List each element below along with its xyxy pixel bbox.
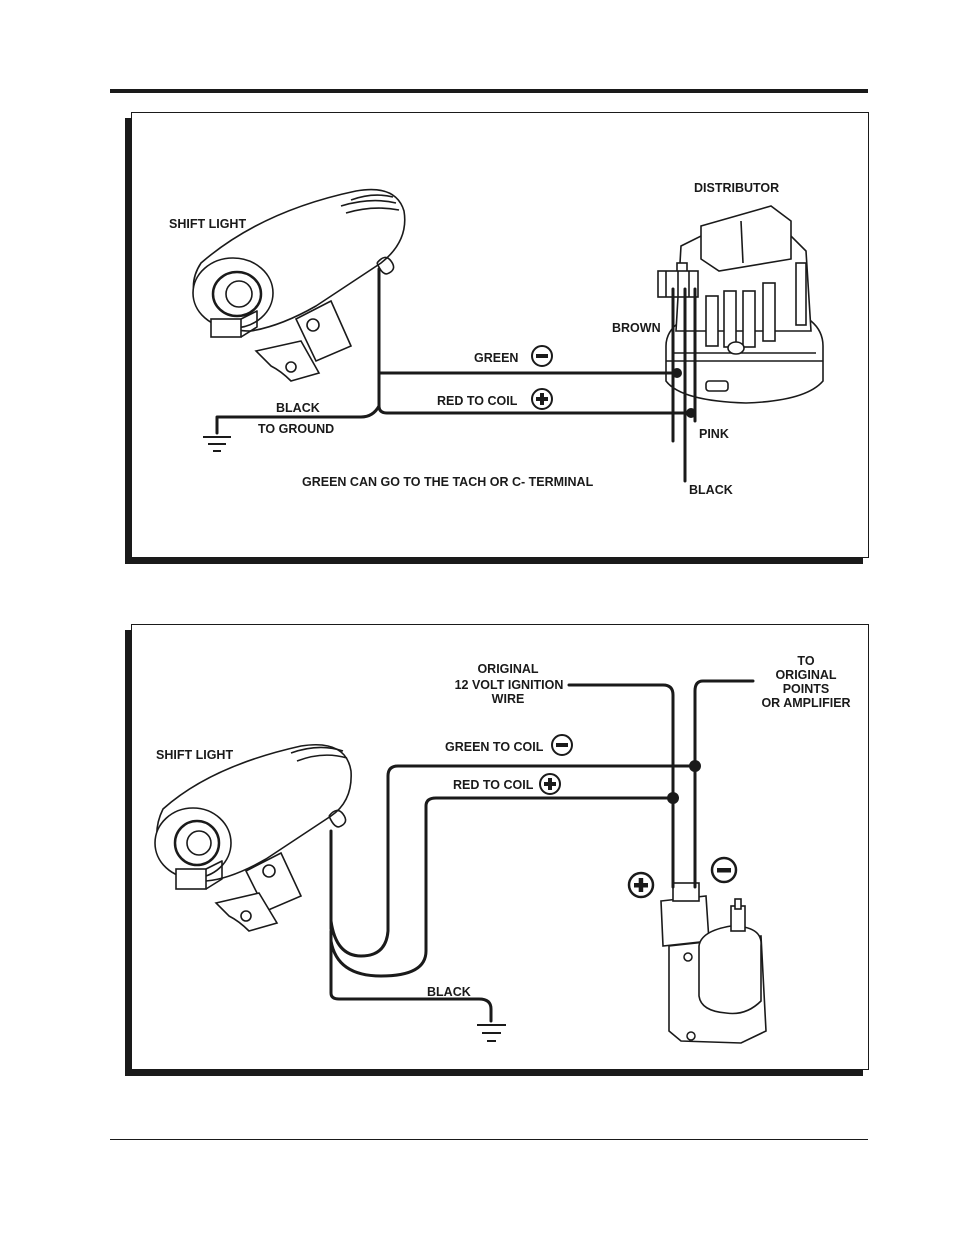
minus-circle-icon	[532, 346, 552, 366]
diagram-note: GREEN CAN GO TO THE TACH OR C- TERMINAL	[302, 475, 594, 489]
distributor-illustration	[658, 206, 823, 403]
green-wire-label: GREEN	[474, 351, 518, 365]
brown-wire-label: BROWN	[612, 321, 661, 335]
coil-plus-terminal-icon	[629, 873, 653, 897]
distributor-label: DISTRIBUTOR	[694, 181, 779, 195]
original-wire-label-line2: 12 VOLT IGNITION	[455, 678, 564, 692]
ignition-coil-illustration	[661, 883, 766, 1043]
red-wire-label: RED TO COIL	[437, 394, 518, 408]
ground-symbol-icon	[477, 1025, 506, 1041]
black-ground-label: BLACK	[427, 985, 471, 999]
top-rule	[110, 89, 868, 93]
shift-light-label: SHIFT LIGHT	[156, 748, 233, 762]
black-wire-label: BLACK	[689, 483, 733, 497]
bottom-rule	[110, 1139, 868, 1140]
to-points-label-line4: OR AMPLIFIER	[761, 696, 850, 710]
green-to-coil-label: GREEN TO COIL	[445, 740, 544, 754]
red-to-coil-label: RED TO COIL	[453, 778, 534, 792]
coil-wiring-diagram: SHIFT LIGHT ORIGINAL 12 VOLT IGNITION WI…	[131, 624, 869, 1070]
coil-minus-terminal-icon	[712, 858, 736, 882]
plus-circle-icon	[540, 774, 560, 794]
pink-wire-label: PINK	[699, 427, 729, 441]
ground-symbol-icon	[203, 437, 231, 451]
distributor-wiring-diagram: SHIFT LIGHT DISTRIBUTOR BROWN GREEN RED …	[131, 112, 869, 558]
original-wire-label-line1: ORIGINAL	[477, 662, 538, 676]
plus-circle-icon	[532, 389, 552, 409]
minus-circle-icon	[552, 735, 572, 755]
to-ground-label: TO GROUND	[258, 422, 334, 436]
distributor-wiring-svg: SHIFT LIGHT DISTRIBUTOR BROWN GREEN RED …	[132, 113, 868, 557]
black-ground-label: BLACK	[276, 401, 320, 415]
shift-light-illustration	[155, 745, 351, 931]
to-points-label-line2: ORIGINAL	[775, 668, 836, 682]
coil-wiring-svg: SHIFT LIGHT ORIGINAL 12 VOLT IGNITION WI…	[132, 625, 868, 1069]
to-points-label-line3: POINTS	[783, 682, 830, 696]
shift-light-label: SHIFT LIGHT	[169, 217, 246, 231]
original-wire-label-line3: WIRE	[492, 692, 525, 706]
to-points-label-line1: TO	[797, 654, 814, 668]
